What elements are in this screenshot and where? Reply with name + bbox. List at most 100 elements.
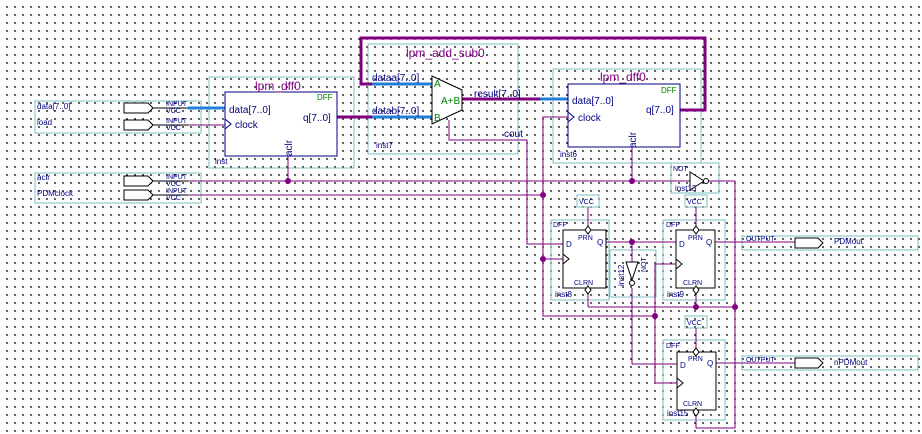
not-inst12-outline bbox=[609, 249, 657, 298]
dff-inst9-type: DFF bbox=[666, 222, 680, 229]
wire-not12-d15 bbox=[631, 288, 677, 365]
dff-right-body[interactable] bbox=[567, 83, 681, 148]
input-pin-load[interactable] bbox=[123, 119, 154, 131]
not-inst13-type: NOT bbox=[673, 166, 689, 173]
adder-port-result: result[7..0] bbox=[474, 89, 521, 100]
dff-inst15-clrn: CLRN bbox=[683, 401, 702, 408]
junction-node bbox=[285, 178, 291, 184]
output-pins bbox=[794, 237, 824, 369]
adder-port-dataa: dataa[7..0] bbox=[372, 73, 419, 84]
output-pdmout-outline bbox=[741, 235, 919, 251]
junction-node bbox=[629, 239, 635, 245]
dff-inst9-instance: inst9 bbox=[667, 290, 684, 299]
dff-right-clock-symbol bbox=[567, 111, 575, 123]
input-pin-aclr[interactable] bbox=[123, 175, 154, 187]
junction-node bbox=[732, 304, 738, 310]
input-pin-pdmclock[interactable] bbox=[123, 189, 154, 201]
dff-left-port-q: q[7..0] bbox=[303, 113, 331, 124]
bus-feedback bbox=[359, 36, 707, 112]
input-load-label: load bbox=[37, 118, 52, 127]
dff-inst15-d: D bbox=[680, 361, 686, 370]
dff-left-clock-symbol bbox=[224, 118, 232, 130]
output-npdmout-tag: OUTPUT bbox=[746, 357, 776, 364]
dff-left-port-aclr: aclr bbox=[284, 139, 295, 156]
input-group-outline bbox=[34, 100, 202, 134]
dff-inst15-prn: PRN bbox=[688, 356, 703, 363]
dff-left-instance: inst bbox=[215, 157, 228, 166]
dff-inst9-clrn: CLRN bbox=[683, 280, 702, 287]
dff-inst9-outline bbox=[662, 219, 726, 301]
dff-inst9-clrn-pin bbox=[692, 285, 700, 295]
dff-inst9[interactable] bbox=[675, 225, 716, 295]
junction-node bbox=[629, 178, 635, 184]
not-gate-inst12[interactable] bbox=[625, 261, 639, 286]
dff-inst9-clock-symbol bbox=[675, 258, 683, 270]
wire-clrn15 bbox=[695, 307, 736, 429]
dff-right-port-q: q[7..0] bbox=[646, 105, 674, 116]
dff-inst8-body[interactable] bbox=[562, 229, 607, 289]
output-pin-npdmout[interactable] bbox=[794, 357, 824, 369]
dff-left-block[interactable] bbox=[224, 91, 338, 157]
output-npdmout-label: nPDMout bbox=[834, 358, 868, 367]
wire-clock-9 bbox=[654, 263, 676, 316]
dff-left-port-clock: clock bbox=[235, 120, 259, 131]
input-data-vcc: VCC bbox=[166, 108, 181, 115]
input-group2-outline bbox=[34, 172, 202, 204]
output-pin-pdmout[interactable] bbox=[794, 237, 824, 249]
junction-node bbox=[540, 256, 546, 262]
dff-right-port-data: data[7..0] bbox=[572, 96, 614, 107]
dff-right-instance: inst6 bbox=[560, 150, 577, 159]
not-inst13-body[interactable] bbox=[689, 171, 705, 191]
adder-port-cout: cout bbox=[504, 129, 523, 140]
dff-right-block[interactable] bbox=[567, 83, 681, 148]
dff-inst15-instance: inst15 bbox=[667, 409, 689, 418]
dff-inst15[interactable] bbox=[676, 347, 717, 417]
junction-node bbox=[693, 304, 699, 310]
input-aclr-label: aclr bbox=[37, 173, 50, 182]
dff-inst9-body[interactable] bbox=[675, 229, 716, 289]
dff-inst15-q: Q bbox=[707, 359, 713, 368]
dff-left-body[interactable] bbox=[224, 91, 338, 157]
dff-inst8-vcc: VCC bbox=[579, 199, 594, 206]
input-pin-data[interactable] bbox=[123, 102, 154, 114]
adder-block[interactable] bbox=[431, 75, 463, 125]
dff-inst8-q: Q bbox=[597, 238, 603, 247]
adder-instance: inst7 bbox=[376, 141, 393, 150]
dff-left-port-data: data[7..0] bbox=[229, 105, 271, 116]
not-gate-inst13[interactable] bbox=[689, 171, 709, 191]
adder-body[interactable] bbox=[431, 75, 463, 125]
dff-inst9-d: D bbox=[679, 240, 685, 249]
dff-inst8-prn: PRN bbox=[578, 235, 593, 242]
input-aclr-tag: INPUT bbox=[166, 174, 188, 181]
dff-inst9-prn: PRN bbox=[688, 235, 703, 242]
not-inst12-bubble bbox=[629, 280, 635, 286]
not-inst13-instance: inst13 bbox=[675, 184, 697, 193]
input-pins bbox=[123, 102, 188, 201]
dff-inst8[interactable] bbox=[562, 225, 607, 295]
input-data-label: data[7..0] bbox=[37, 102, 70, 111]
not-inst12-instance: inst12 bbox=[617, 264, 626, 286]
dff-inst15-vcc: VCC bbox=[687, 320, 702, 327]
dff-left-title: lpm_dff0 bbox=[255, 79, 301, 93]
adder-in-a: A bbox=[434, 79, 441, 90]
dff-inst8-type: DFF bbox=[553, 222, 567, 229]
output-pdmout-tag: OUTPUT bbox=[746, 236, 776, 243]
dff-inst9-prn-pin bbox=[692, 225, 700, 235]
adder-op: A+B bbox=[441, 96, 461, 107]
adder-port-datab: datab[7..0] bbox=[372, 106, 419, 117]
input-pdmclock-label: PDMclock bbox=[37, 189, 74, 198]
not-inst12-body[interactable] bbox=[625, 261, 639, 282]
dff-inst15-clock-symbol bbox=[676, 377, 684, 389]
junction-node bbox=[652, 313, 658, 319]
dff-inst15-type: DFF bbox=[666, 343, 680, 350]
dff-inst15-prn-pin bbox=[692, 347, 700, 357]
input-pdmclock-tag: INPUT bbox=[166, 188, 188, 195]
not-inst13-outline bbox=[670, 162, 720, 194]
adder-in-b: B bbox=[434, 113, 441, 124]
dff-inst8-clrn: CLRN bbox=[574, 280, 593, 287]
dff-inst8-d: D bbox=[566, 240, 572, 249]
input-load-tag: INPUT bbox=[166, 118, 188, 125]
input-load-vcc: VCC bbox=[166, 125, 181, 132]
input-aclr-vcc: VCC bbox=[166, 181, 181, 188]
